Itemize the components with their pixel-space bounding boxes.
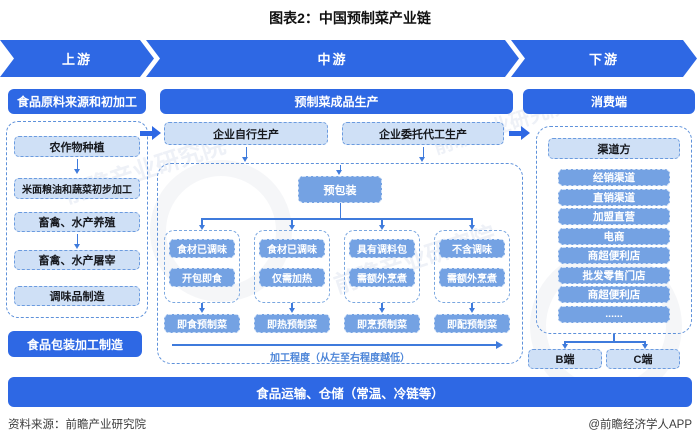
channel-item-ecommerce: 电商	[558, 227, 670, 245]
packaging-manufacture-block: 食品包装加工制造	[8, 331, 142, 357]
process-degree-arrow	[172, 344, 496, 346]
connector	[291, 218, 293, 225]
node-channel-party: 渠道方	[548, 138, 680, 159]
arrow-down-icon	[73, 169, 80, 174]
connector	[76, 159, 78, 169]
arrow-down-icon	[198, 308, 205, 313]
arrow-down-icon	[468, 225, 475, 230]
figure-title: 图表2：中国预制菜产业链	[269, 10, 431, 26]
node-col2-result: 即热预制菜	[254, 314, 330, 333]
connector	[564, 341, 566, 344]
arrow-right-icon	[140, 126, 162, 140]
category-group-4	[434, 230, 510, 303]
node-col4-mid: 需额外烹煮	[439, 268, 505, 287]
node-grain-veg-processing: 米面粮油和蔬菜初步加工	[14, 178, 140, 199]
node-oem-production: 企业委托代工生产	[342, 122, 504, 145]
channel-item-ellipsis: ......	[558, 305, 670, 323]
connector	[565, 341, 645, 343]
credit-note: @前瞻经济学人APP	[588, 419, 692, 431]
arrow-down-icon	[419, 157, 425, 162]
node-prepackaged: 预包装	[298, 176, 382, 203]
source-note: 资料来源：前瞻产业研究院	[8, 419, 146, 431]
connector	[339, 203, 341, 218]
channel-item-franchise: 加盟直营	[558, 208, 670, 225]
category-group-2	[254, 230, 330, 303]
banner-upstream-label: 上游	[61, 52, 92, 67]
channel-item-supermarket-2: 商超便利店	[558, 286, 670, 303]
connector	[201, 218, 203, 225]
node-crop-planting: 农作物种植	[14, 136, 140, 157]
arrow-down-icon	[73, 244, 80, 249]
downstream-container	[536, 126, 692, 334]
node-col3-result: 即烹预制菜	[344, 314, 420, 333]
arrow-down-icon	[288, 225, 295, 230]
node-col2-mid: 仅需加热	[259, 268, 325, 287]
node-self-production: 企业自行生产	[164, 122, 328, 145]
logistics-banner: 食品运输、仓储（常温、冷链等）	[8, 377, 692, 407]
connector	[381, 303, 383, 308]
node-col4-result: 即配预制菜	[434, 314, 510, 333]
downstream-header: 消费端	[523, 89, 695, 114]
arrow-down-icon	[288, 308, 295, 313]
node-c-end: C端	[606, 349, 680, 369]
node-b-end: B端	[528, 349, 602, 369]
banner-midstream: 中游	[146, 40, 519, 77]
node-col4-top: 不含调味	[439, 239, 505, 258]
arrow-down-icon	[242, 157, 248, 162]
arrow-right-icon	[496, 340, 503, 349]
node-col1-mid: 开包即食	[169, 268, 235, 287]
arrow-down-icon	[336, 170, 342, 175]
connector	[471, 218, 473, 225]
connector	[471, 303, 473, 308]
node-col1-top: 食材已调味	[169, 239, 235, 258]
connector	[644, 341, 646, 344]
connector	[291, 303, 293, 308]
node-col3-top: 具有调料包	[349, 239, 415, 258]
arrow-down-icon	[468, 308, 475, 313]
process-degree-label: 加工程度（从左至右程度越低）	[270, 352, 410, 364]
channel-item-wholesale-retail: 批发零售门店	[558, 266, 670, 284]
midstream-container	[157, 163, 523, 364]
node-col1-result: 即食预制菜	[164, 314, 240, 333]
connector	[245, 147, 247, 157]
connector	[76, 234, 78, 244]
banner-upstream: 上游	[0, 40, 154, 77]
arrow-down-icon	[378, 308, 385, 313]
category-group-3	[344, 230, 420, 303]
arrow-down-icon	[641, 344, 648, 349]
banner-downstream: 下游	[511, 40, 697, 77]
node-seasoning-manufacture: 调味品制造	[14, 286, 140, 306]
arrow-down-icon	[378, 225, 385, 230]
channel-item-supermarket: 商超便利店	[558, 247, 670, 264]
node-col3-mid: 需额外烹煮	[349, 268, 415, 287]
banner-downstream-label: 下游	[588, 52, 619, 67]
connector	[381, 218, 383, 225]
banner-midstream-label: 中游	[317, 52, 348, 67]
upstream-container	[6, 121, 148, 318]
connector	[202, 218, 473, 220]
node-col2-top: 食材已调味	[259, 239, 325, 258]
arrow-right-icon	[509, 126, 531, 140]
arrow-down-icon	[198, 225, 205, 230]
connector	[201, 303, 203, 308]
channel-item-direct-sales: 直销渠道	[558, 188, 670, 206]
channel-item-distribution: 经销渠道	[558, 169, 670, 186]
node-slaughter: 畜禽、水产屠宰	[14, 250, 140, 270]
connector	[613, 334, 615, 341]
midstream-header: 预制菜成品生产	[160, 89, 513, 114]
connector	[422, 147, 424, 157]
arrow-down-icon	[561, 344, 568, 349]
connector	[339, 165, 341, 170]
category-group-1	[164, 230, 240, 303]
upstream-header: 食品原料来源和初加工	[8, 89, 146, 114]
node-livestock-aquaculture: 畜禽、水产养殖	[14, 212, 140, 232]
